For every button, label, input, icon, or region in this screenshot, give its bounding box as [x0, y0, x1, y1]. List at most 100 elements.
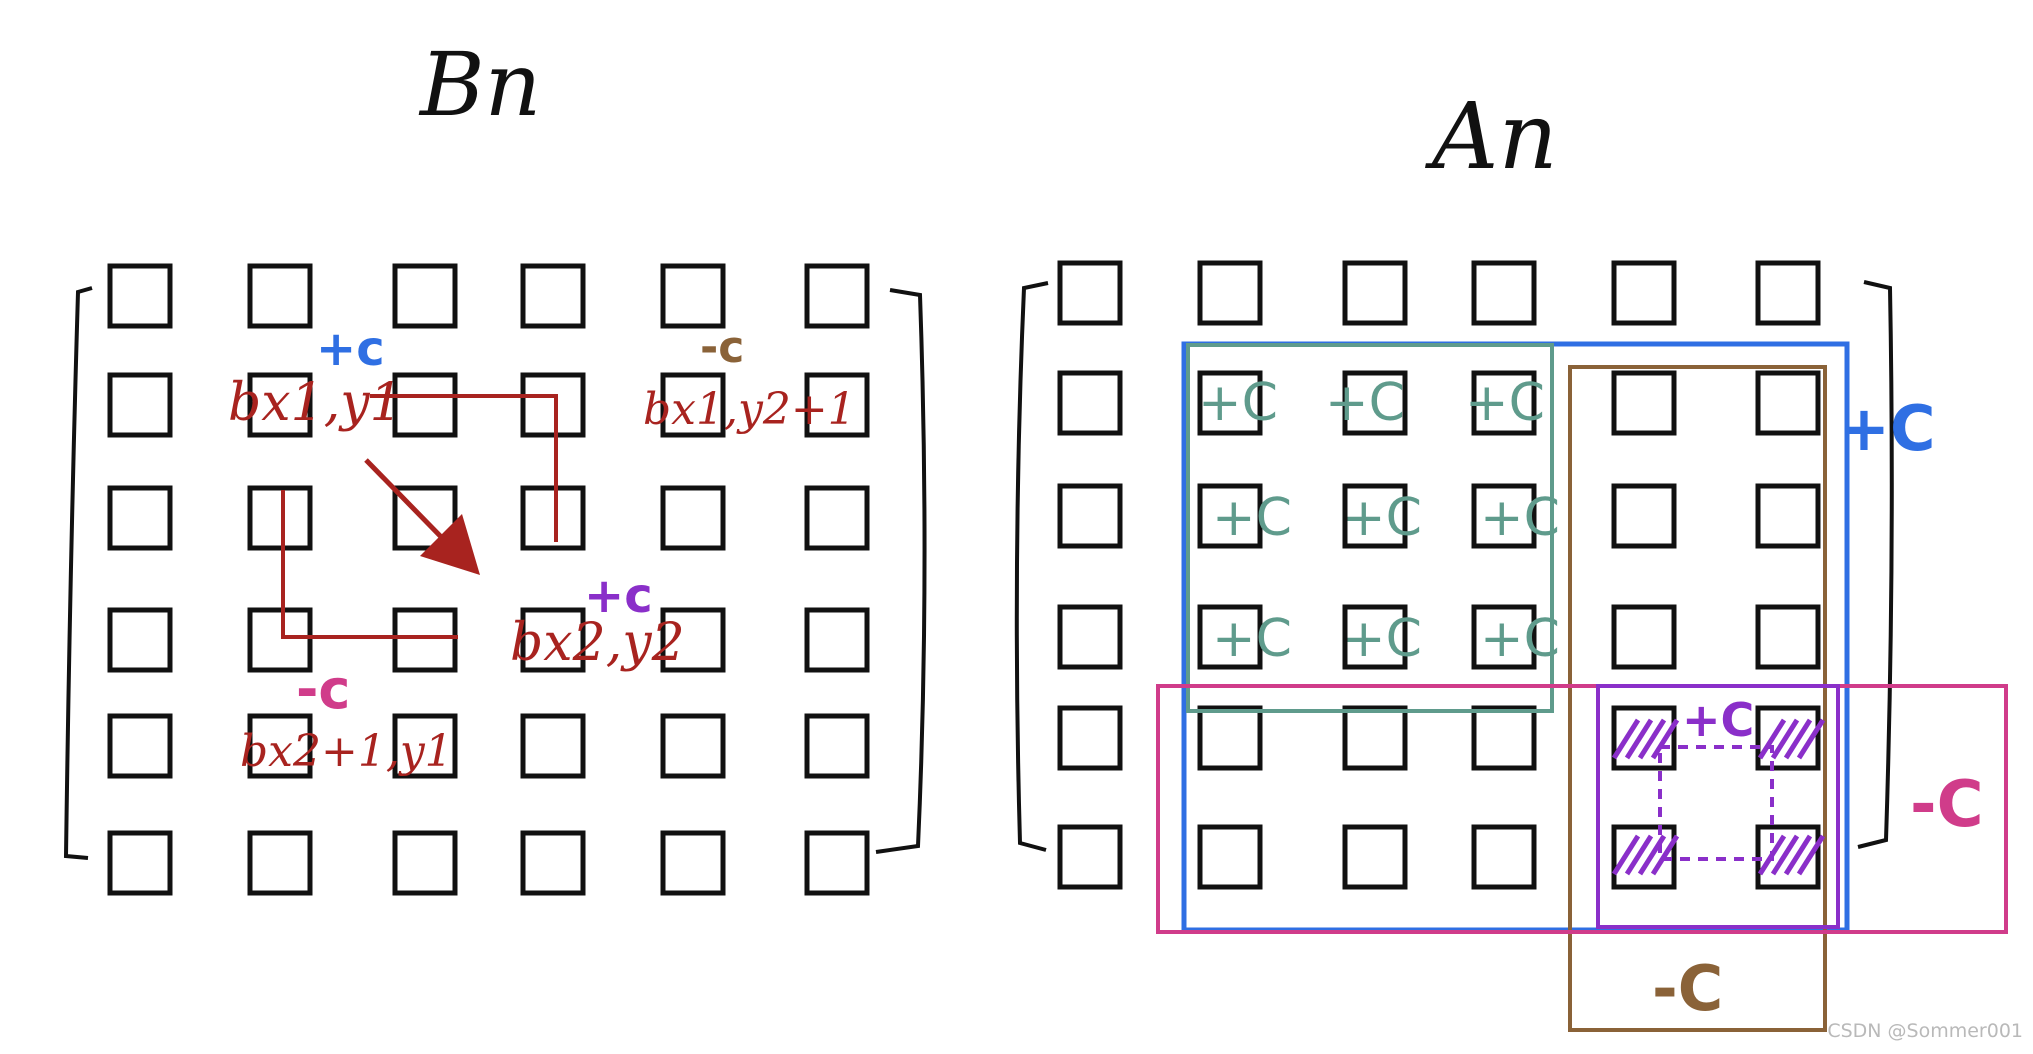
right-cell-r4-c3	[1342, 604, 1408, 670]
purple-hatch-marks	[1611, 718, 1826, 876]
hatch-line-4-4	[1796, 834, 1826, 876]
left-cell-r6-c4	[520, 830, 586, 896]
hatch-line-2-1	[1757, 718, 1787, 760]
left-matrix: Bn bx1,y1 bx1,y2+1 bx2+1,y1 bx2,y2 +c -c…	[63, 33, 927, 896]
magenta-region	[1156, 684, 2008, 934]
right-cell-r4-c6	[1755, 604, 1821, 670]
right-cell-r5-c2	[1197, 705, 1263, 771]
right-cell-r6-c5	[1611, 824, 1677, 890]
teal-plus-c-label-5: +C	[1342, 488, 1422, 548]
bottom-left-region-line	[281, 490, 458, 639]
right-cell-r6-c1	[1057, 824, 1123, 890]
left-cell-r2-c3	[392, 372, 458, 438]
left-cell-r3-c3	[392, 485, 458, 551]
left-cell-r2-c5	[660, 372, 726, 438]
hatch-line-2-2	[1770, 718, 1800, 760]
left-cell-r1-c6	[804, 263, 870, 329]
right-cell-r6-c2	[1197, 824, 1263, 890]
teal-plus-c-label-2: +C	[1325, 373, 1405, 433]
right-cell-r3-c2	[1197, 483, 1263, 549]
left-cell-r1-c5	[660, 263, 726, 329]
hatch-line-2-4	[1796, 718, 1826, 760]
teal-plus-c-label-1: +C	[1198, 373, 1278, 433]
right-cell-r2-c2	[1197, 370, 1263, 436]
right-cell-r5-c4	[1471, 705, 1537, 771]
sign-top-right: -c	[700, 322, 744, 373]
hatch-line-1-4	[1650, 718, 1680, 760]
right-cell-r1-c3	[1342, 260, 1408, 326]
hatch-line-4-3	[1783, 834, 1813, 876]
purple-region-label: +C	[1682, 693, 1754, 747]
hatch-line-3-1	[1611, 834, 1641, 876]
hatch-line-3-2	[1624, 834, 1654, 876]
left-matrix-title: Bn	[418, 33, 541, 136]
diagonal-arrow-line	[364, 458, 452, 548]
right-cell-r2-c4	[1471, 370, 1537, 436]
right-cell-r4-c4	[1471, 604, 1537, 670]
left-cell-r4-c3	[392, 607, 458, 673]
right-cell-r4-c5	[1611, 604, 1677, 670]
left-matrix-left-bracket	[63, 286, 93, 860]
hatch-line-1-1	[1611, 718, 1641, 760]
right-cell-r3-c3	[1342, 483, 1408, 549]
right-cell-r1-c2	[1197, 260, 1263, 326]
hatch-line-3-3	[1637, 834, 1667, 876]
left-cell-r2-c6	[804, 372, 870, 438]
right-matrix-left-bracket	[1014, 281, 1049, 852]
teal-region	[1186, 343, 1554, 713]
left-cell-r3-c5	[660, 485, 726, 551]
sign-bottom-right: +c	[584, 568, 653, 624]
right-cell-r1-c1	[1057, 260, 1123, 326]
right-matrix-title: An	[1424, 83, 1558, 190]
left-cell-r5-c4	[520, 713, 586, 779]
left-cell-r2-c1	[107, 372, 173, 438]
hatch-line-1-3	[1637, 718, 1667, 760]
teal-plus-c-label-7: +C	[1212, 609, 1292, 669]
label-b-x1-y2plus1: bx1,y2+1	[643, 384, 856, 435]
right-cell-r5-c5	[1611, 705, 1677, 771]
hatch-line-4-2	[1770, 834, 1800, 876]
right-cell-r1-c6	[1755, 260, 1821, 326]
left-cell-r5-c2	[247, 713, 313, 779]
right-cell-r1-c4	[1471, 260, 1537, 326]
sign-top-left: +c	[316, 321, 385, 377]
left-cell-r6-c5	[660, 830, 726, 896]
magenta-region-label: -C	[1910, 768, 1984, 842]
right-cell-r4-c2	[1197, 604, 1263, 670]
hatch-line-4-1	[1757, 834, 1787, 876]
right-cell-r6-c4	[1471, 824, 1537, 890]
teal-cell-labels: +C+C+C+C+C+C+C+C+C	[1198, 373, 1560, 669]
left-cell-r1-c1	[107, 263, 173, 329]
left-cell-r4-c4	[520, 607, 586, 673]
top-right-region-line	[370, 394, 558, 542]
label-b-x2-y2: bx2,y2	[510, 613, 685, 673]
right-cell-r5-c3	[1342, 705, 1408, 771]
left-cell-r4-c5	[660, 607, 726, 673]
right-matrix-grid	[1057, 260, 1821, 890]
left-cell-r1-c2	[247, 263, 313, 329]
right-cell-r3-c5	[1611, 483, 1677, 549]
left-cell-r5-c3	[392, 713, 458, 779]
right-cell-r3-c6	[1755, 483, 1821, 549]
purple-region	[1596, 684, 1840, 929]
right-cell-r2-c5	[1611, 370, 1677, 436]
left-cell-r6-c2	[247, 830, 313, 896]
right-matrix-right-bracket	[1857, 280, 1894, 849]
left-cell-r4-c2	[247, 607, 313, 673]
left-cell-r3-c1	[107, 485, 173, 551]
left-cell-r5-c5	[660, 713, 726, 779]
hatch-line-1-2	[1624, 718, 1654, 760]
left-cell-r6-c3	[392, 830, 458, 896]
right-matrix: An +C+C+C+C+C+C+C+C+C +C -C -C +C	[1014, 83, 2008, 1032]
left-cell-r1-c4	[520, 263, 586, 329]
right-cell-r5-c1	[1057, 705, 1123, 771]
left-cell-r3-c2	[247, 485, 313, 551]
blue-region-label: +C	[1838, 392, 1935, 465]
teal-plus-c-label-9: +C	[1480, 609, 1560, 669]
left-cell-r5-c6	[804, 713, 870, 779]
left-matrix-right-bracket	[875, 288, 927, 854]
right-cell-r4-c1	[1057, 604, 1123, 670]
right-cell-r2-c6	[1755, 370, 1821, 436]
right-cell-r6-c3	[1342, 824, 1408, 890]
